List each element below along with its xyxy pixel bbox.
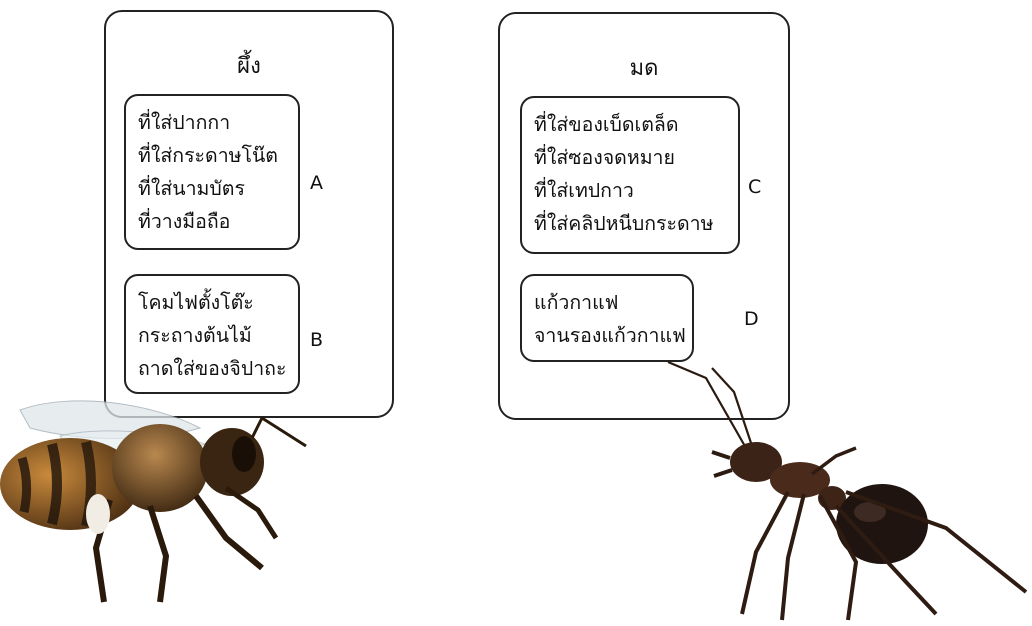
group-a-box: ที่ใส่ปากกา ที่ใส่กระดาษโน๊ต ที่ใส่นามบั… [124, 94, 300, 250]
bee-illustration [0, 400, 307, 603]
bee-panel-title: ผึ้ง [237, 54, 261, 79]
group-d-box: แก้วกาแฟ จานรองแก้วกาแฟ [520, 274, 694, 362]
group-a-letter: A [310, 172, 323, 194]
group-a-item: ที่วางมือถือ [138, 210, 231, 233]
group-c-letter: C [748, 176, 762, 198]
group-b-item: ถาดใส่ของจิปาถะ [138, 357, 287, 380]
group-c-box: ที่ใส่ของเบ็ดเตล็ด ที่ใส่ซองจดหมาย ที่ใส… [520, 96, 740, 254]
group-c-item: ที่ใส่เทปกาว [534, 179, 634, 202]
ant-panel: มด ที่ใส่ของเบ็ดเตล็ด ที่ใส่ซองจดหมาย ที… [498, 12, 790, 420]
group-b-letter: B [310, 329, 324, 351]
group-d-item: จานรองแก้วกาแฟ [534, 324, 686, 347]
group-a-item: ที่ใส่กระดาษโน๊ต [138, 144, 278, 167]
group-b-item: โคมไฟตั้งโต๊ะ [138, 291, 254, 314]
ant-illustration [667, 360, 1028, 621]
group-c-item: ที่ใส่คลิปหนีบกระดาษ [534, 212, 714, 235]
group-a-item: ที่ใส่ปากกา [138, 111, 231, 134]
group-a-item: ที่ใส่นามบัตร [138, 177, 245, 200]
bee-panel: ผึ้ง ที่ใส่ปากกา ที่ใส่กระดาษโน๊ต ที่ใส่… [104, 10, 394, 418]
group-b-item: กระถางต้นไม้ [138, 324, 252, 347]
group-b-box: โคมไฟตั้งโต๊ะ กระถางต้นไม้ ถาดใส่ของจิปา… [124, 274, 300, 394]
group-d-item: แก้วกาแฟ [534, 291, 619, 314]
group-c-item: ที่ใส่ซองจดหมาย [534, 146, 675, 169]
group-c-item: ที่ใส่ของเบ็ดเตล็ด [534, 113, 679, 136]
group-d-letter: D [744, 308, 759, 330]
ant-panel-title: มด [629, 56, 659, 81]
